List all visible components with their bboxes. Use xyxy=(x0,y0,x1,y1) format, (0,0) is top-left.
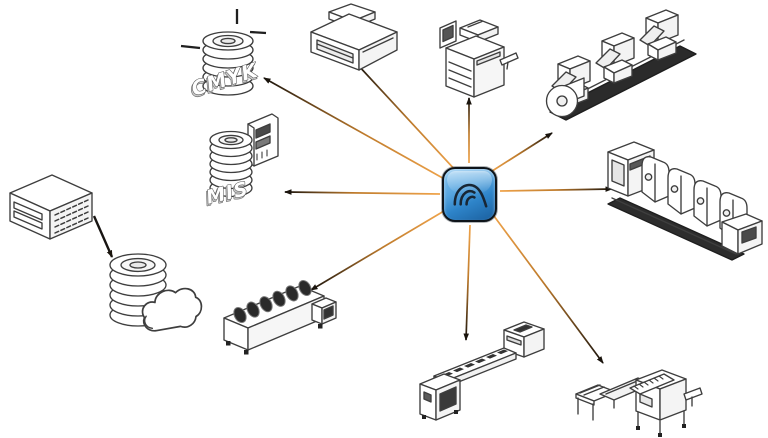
mis-database-icon: MIS MIS xyxy=(202,113,279,211)
web-press-icon xyxy=(545,9,697,121)
mis-label: MIS MIS xyxy=(202,177,251,211)
copier-icon xyxy=(439,19,519,98)
folding-machine-icon xyxy=(575,369,703,437)
link-hub-web-press xyxy=(488,132,553,174)
emphasis-dashes xyxy=(180,9,267,50)
roller-finisher-icon xyxy=(223,279,337,355)
link-hub-folding-machine xyxy=(490,211,604,364)
link-hub-large-format-printer xyxy=(356,63,458,173)
nested-arcs-logo-icon xyxy=(453,183,488,208)
server-icon xyxy=(9,174,93,240)
link-server-cloud-database xyxy=(92,215,114,258)
hub-app-icon xyxy=(442,167,497,222)
link-hub-finishing-line xyxy=(463,224,471,341)
cmyk-database-icon: CMYK CMYK xyxy=(187,31,262,103)
sheetfed-press-icon xyxy=(607,141,763,261)
link-hub-mis-database xyxy=(284,189,441,195)
large-format-printer-icon xyxy=(310,3,398,71)
link-hub-sheetfed-press xyxy=(499,186,613,192)
finishing-line-icon xyxy=(419,321,545,421)
cloud-database-icon xyxy=(109,253,203,332)
link-hub-roller-finisher xyxy=(310,210,445,291)
link-hub-cmyk-database xyxy=(263,77,449,182)
